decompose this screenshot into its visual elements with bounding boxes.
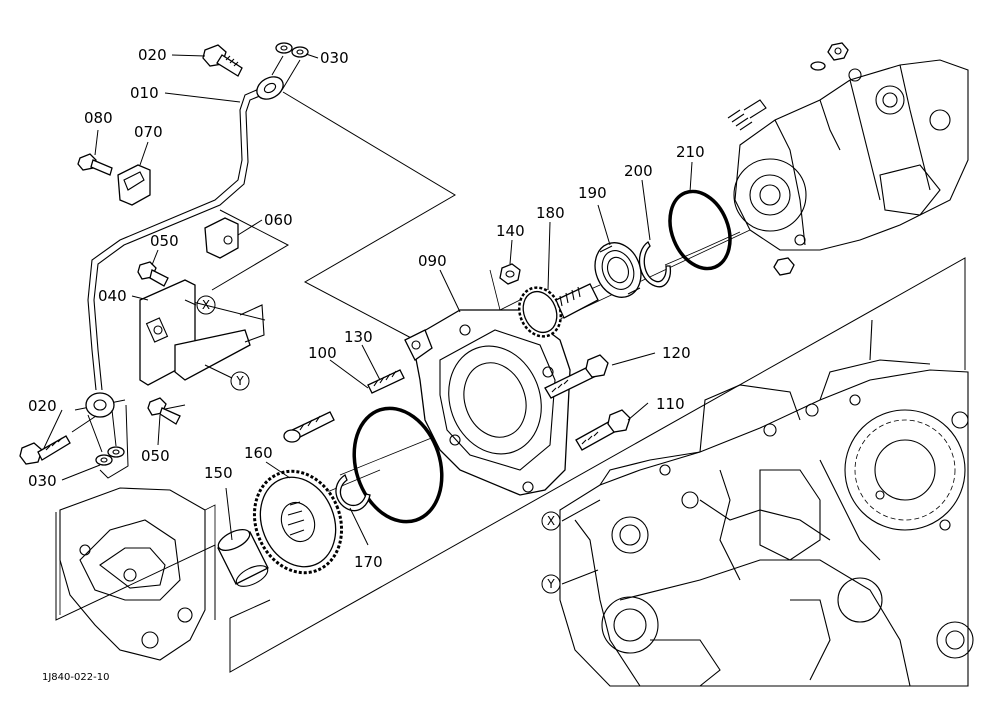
label-050-bottom: 050	[141, 447, 170, 465]
label-110: 110	[656, 395, 685, 413]
snap-ring-170	[335, 474, 371, 512]
bushing-150	[217, 528, 269, 587]
bracket-040	[137, 261, 265, 425]
gear-case-090	[404, 309, 571, 496]
o-ring-100	[352, 406, 444, 524]
marker-y-case: Y	[541, 574, 561, 594]
label-200: 200	[624, 162, 653, 180]
label-020-bottom: 020	[28, 397, 57, 415]
label-010: 010	[130, 84, 159, 102]
marker-x-case: X	[541, 511, 561, 531]
label-150: 150	[204, 464, 233, 482]
transmission-case-drawing	[559, 319, 974, 687]
label-170: 170	[354, 553, 383, 571]
label-140: 140	[496, 222, 525, 240]
svg-text:X: X	[202, 298, 210, 312]
svg-text:Y: Y	[546, 577, 555, 591]
svg-text:Y: Y	[235, 374, 244, 388]
label-060: 060	[264, 211, 293, 229]
label-leader-lines	[43, 53, 693, 585]
marker-x-bracket: X	[196, 295, 216, 315]
banjo-bolt-bottom	[19, 435, 71, 465]
rear-cover-drawing	[59, 487, 216, 661]
pipe-clamps	[77, 153, 239, 259]
label-180: 180	[536, 204, 565, 222]
label-190: 190	[578, 184, 607, 202]
label-050-top: 050	[150, 232, 179, 250]
snap-ring-200	[638, 241, 672, 288]
banjo-bolt-top	[202, 44, 243, 77]
oil-pipe-assembly	[19, 42, 309, 479]
gear-160	[252, 469, 344, 575]
svg-text:X: X	[547, 514, 555, 528]
label-210: 210	[676, 143, 705, 161]
hydraulic-pump-drawing	[727, 42, 969, 276]
label-130: 130	[344, 328, 373, 346]
label-080: 080	[84, 109, 113, 127]
label-020-top: 020	[138, 46, 167, 64]
label-090: 090	[418, 252, 447, 270]
label-160: 160	[244, 444, 273, 462]
o-ring-210	[668, 189, 732, 271]
drawing-reference-id: 1J840-022-10	[42, 672, 109, 683]
label-100: 100	[308, 344, 337, 362]
label-120: 120	[662, 344, 691, 362]
bolts-110-120-130	[283, 354, 631, 451]
label-030-bottom: 030	[28, 472, 57, 490]
label-070: 070	[134, 123, 163, 141]
label-030-top: 030	[320, 49, 349, 67]
shaft-gear-180	[499, 263, 599, 338]
marker-y-bracket: Y	[230, 371, 250, 391]
bearing-190	[594, 242, 642, 298]
label-040: 040	[98, 287, 127, 305]
